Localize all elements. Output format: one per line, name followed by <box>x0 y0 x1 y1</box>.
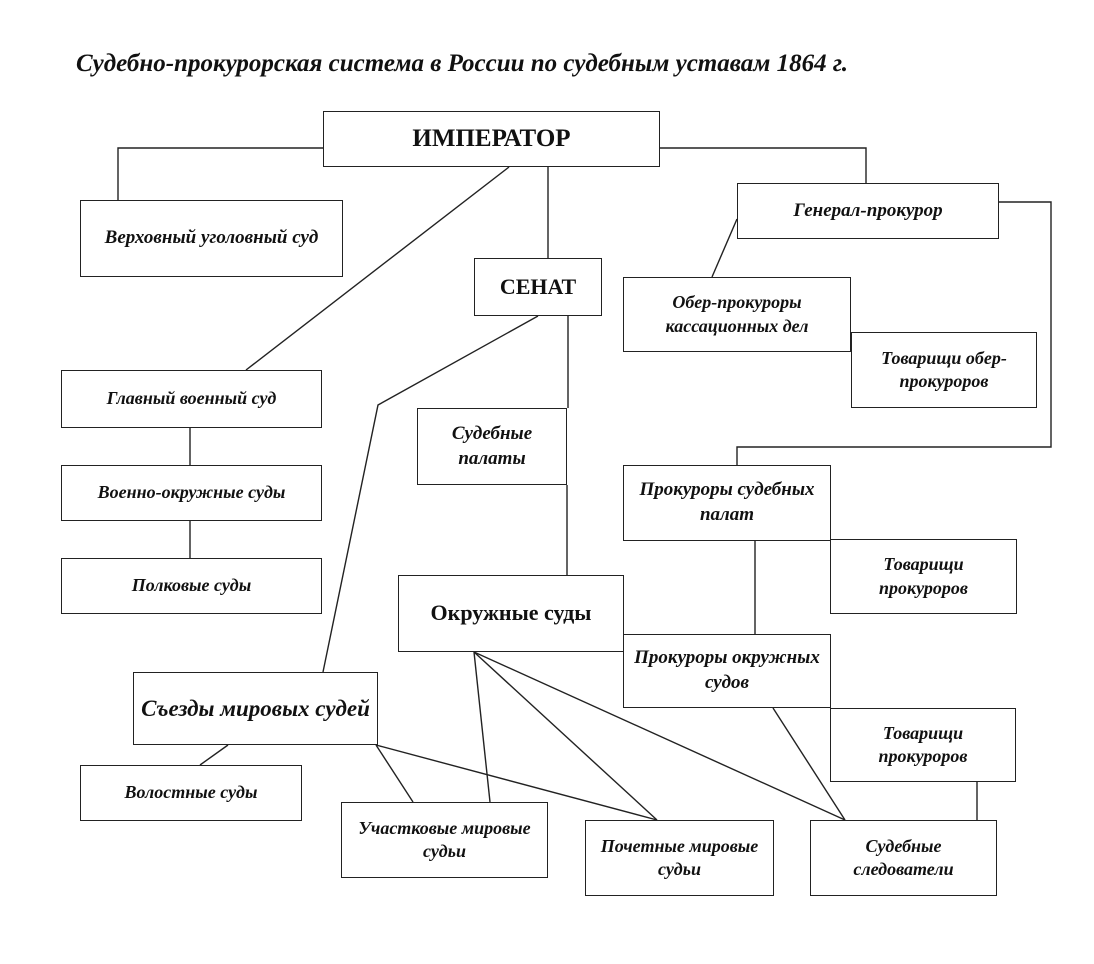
emperor-label: ИМПЕРАТОР <box>412 124 571 152</box>
edge-emperor-military-court <box>245 166 510 371</box>
edge-district-local <box>473 651 491 803</box>
regimental-courts-box: Полковые суды <box>61 558 322 614</box>
main-military-court-label: Главный военный суд <box>106 388 277 409</box>
investigators-box: Судебные следователи <box>810 820 997 896</box>
justice-congresses-box: Съезды мировых судей <box>133 672 378 745</box>
chief-prosecutor-deputies-box: Товарищи обер-прокуроров <box>851 332 1037 408</box>
local-justices-box: Участковые мировые судьи <box>341 802 548 878</box>
district-prosecutor-deputies-label: Товарищи прокуроров <box>878 722 968 766</box>
honorary-justices-box: Почетные мировые судьи <box>585 820 774 896</box>
prosecutor-general-box: Генерал-прокурор <box>737 183 999 239</box>
justice-congresses-label: Съезды мировых судей <box>141 695 370 721</box>
edge-district-investigators-1 <box>473 651 846 821</box>
volost-courts-label: Волостные суды <box>124 782 258 803</box>
chamber-prosecutor-deputies-label: Товарищи прокуроров <box>879 554 968 598</box>
chief-prosecutor-deputies-label: Товарищи обер-прокуроров <box>881 347 1007 391</box>
senate-box: СЕНАТ <box>474 258 602 316</box>
chamber-prosecutors-box: Прокуроры судебных палат <box>623 465 831 541</box>
supreme-criminal-court-label: Верховный уголовный суд <box>104 227 319 249</box>
senate-label: СЕНАТ <box>499 273 577 299</box>
district-prosecutor-deputies-box: Товарищи прокуроров <box>830 708 1016 782</box>
edge-senate-congresses <box>322 315 539 673</box>
chamber-prosecutors-label: Прокуроры судебных палат <box>639 479 815 525</box>
prosecutor-general-label: Генерал-прокурор <box>793 199 943 221</box>
regimental-courts-label: Полковые суды <box>131 575 252 596</box>
local-justices-label: Участковые мировые судьи <box>358 817 531 861</box>
judicial-chambers-label: Судебные палаты <box>451 422 533 469</box>
honorary-justices-label: Почетные мировые судьи <box>600 835 759 879</box>
district-prosecutors-box: Прокуроры окружных судов <box>623 634 831 708</box>
chief-prosecutors-box: Обер-прокуроры кассационных дел <box>623 277 851 352</box>
district-courts-box: Окружные суды <box>398 575 624 652</box>
emperor-box: ИМПЕРАТОР <box>323 111 660 167</box>
edge-prosecutor-general-chamber <box>736 201 1052 465</box>
chief-prosecutors-label: Обер-прокуроры кассационных дел <box>665 292 809 336</box>
supreme-criminal-court-box: Верховный уголовный суд <box>80 200 343 277</box>
edge-congresses-volost <box>199 744 229 766</box>
edge-emperor-supreme-court <box>117 147 323 200</box>
military-district-courts-box: Военно-окружные суды <box>61 465 322 521</box>
edge-congresses-local <box>375 744 414 803</box>
diagram-title: Судебно-прокурорская система в России по… <box>76 50 849 77</box>
military-district-courts-label: Военно-окружные суды <box>97 482 286 503</box>
judicial-chambers-box: Судебные палаты <box>417 408 567 485</box>
main-military-court-box: Главный военный суд <box>61 370 322 428</box>
district-courts-label: Окружные суды <box>430 600 592 626</box>
chamber-prosecutor-deputies-box: Товарищи прокуроров <box>830 539 1017 614</box>
edge-prosecutor-general-chief <box>711 218 738 278</box>
edge-congresses-honorary <box>375 744 658 821</box>
edge-emperor-prosecutor-general <box>660 147 867 183</box>
edge-district-honorary-1 <box>473 651 658 821</box>
district-prosecutors-label: Прокуроры окружных судов <box>634 647 820 693</box>
edge-prosecutors-investigators <box>772 707 846 821</box>
volost-courts-box: Волостные суды <box>80 765 302 821</box>
investigators-label: Судебные следователи <box>853 835 954 879</box>
